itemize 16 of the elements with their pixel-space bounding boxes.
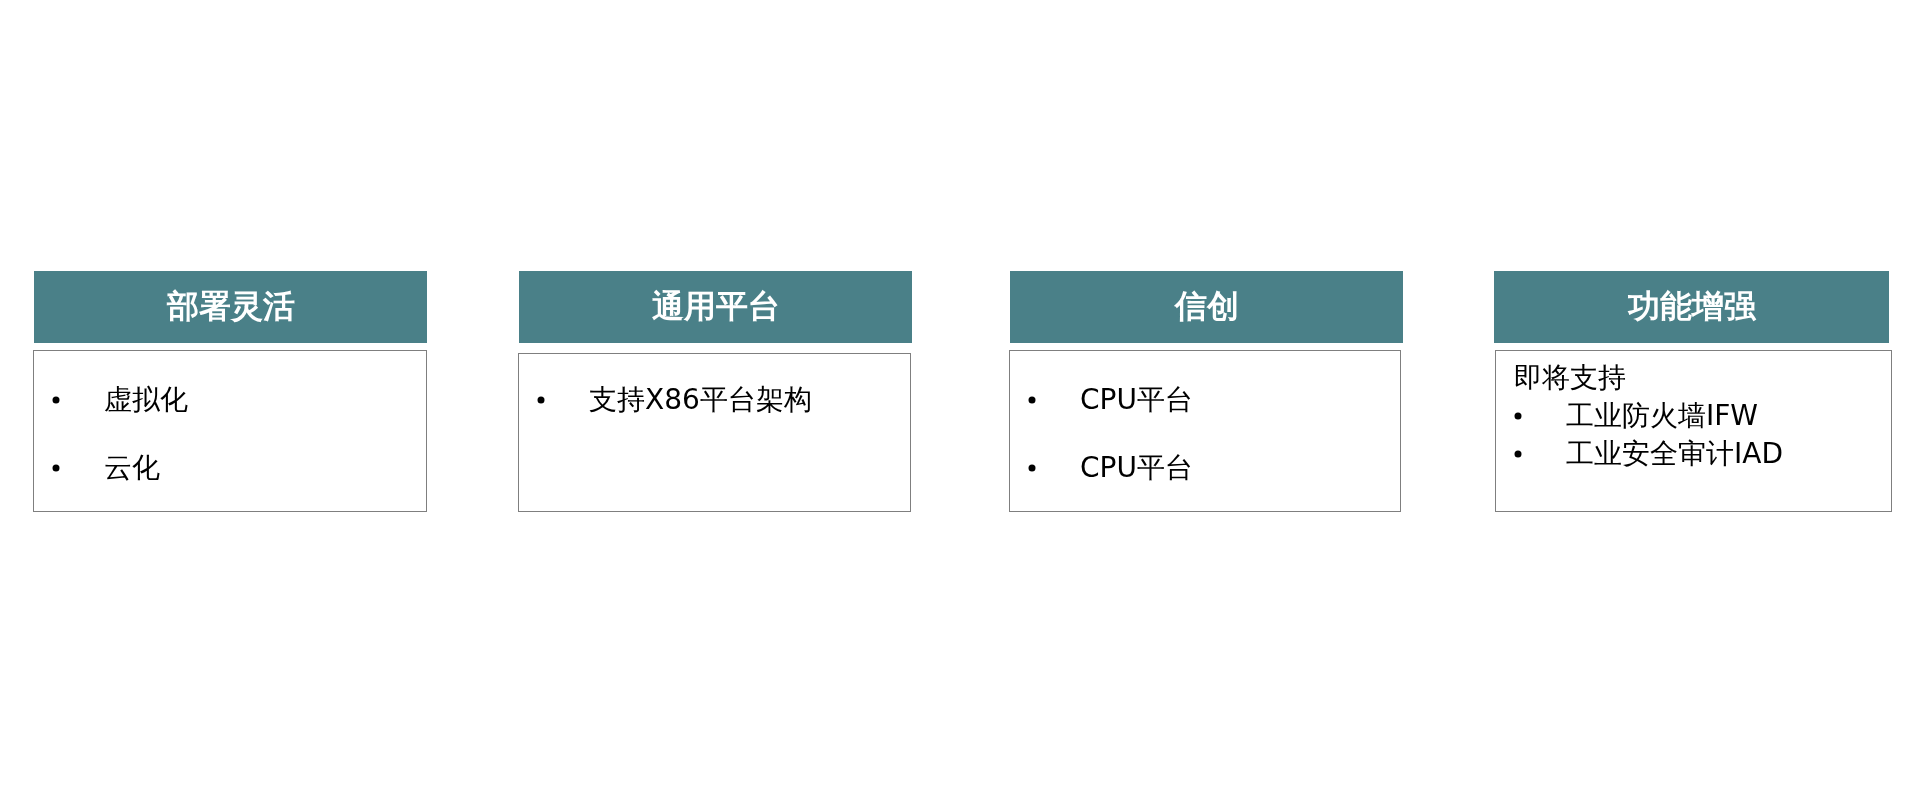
list-text: 云化 (104, 451, 160, 484)
list-text: CPU平台 (1080, 383, 1193, 416)
intro-text: 即将支持 (1513, 360, 1627, 396)
header-bar: 功能增强 (1494, 271, 1889, 343)
list-text: 支持X86平台架构 (589, 383, 812, 416)
header-bar: 信创 (1010, 271, 1403, 343)
header-bar: 部署灵活 (34, 271, 427, 343)
content-box (1009, 350, 1401, 512)
list-text: CPU平台 (1080, 451, 1193, 484)
list-text: 工业防火墙IFW (1566, 399, 1759, 432)
content-box (518, 353, 911, 512)
header-bar: 通用平台 (519, 271, 912, 343)
content-box (1495, 350, 1892, 512)
list-text: 虚拟化 (104, 383, 188, 416)
list-text: 工业安全审计IAD (1566, 437, 1783, 470)
content-box (33, 350, 427, 512)
